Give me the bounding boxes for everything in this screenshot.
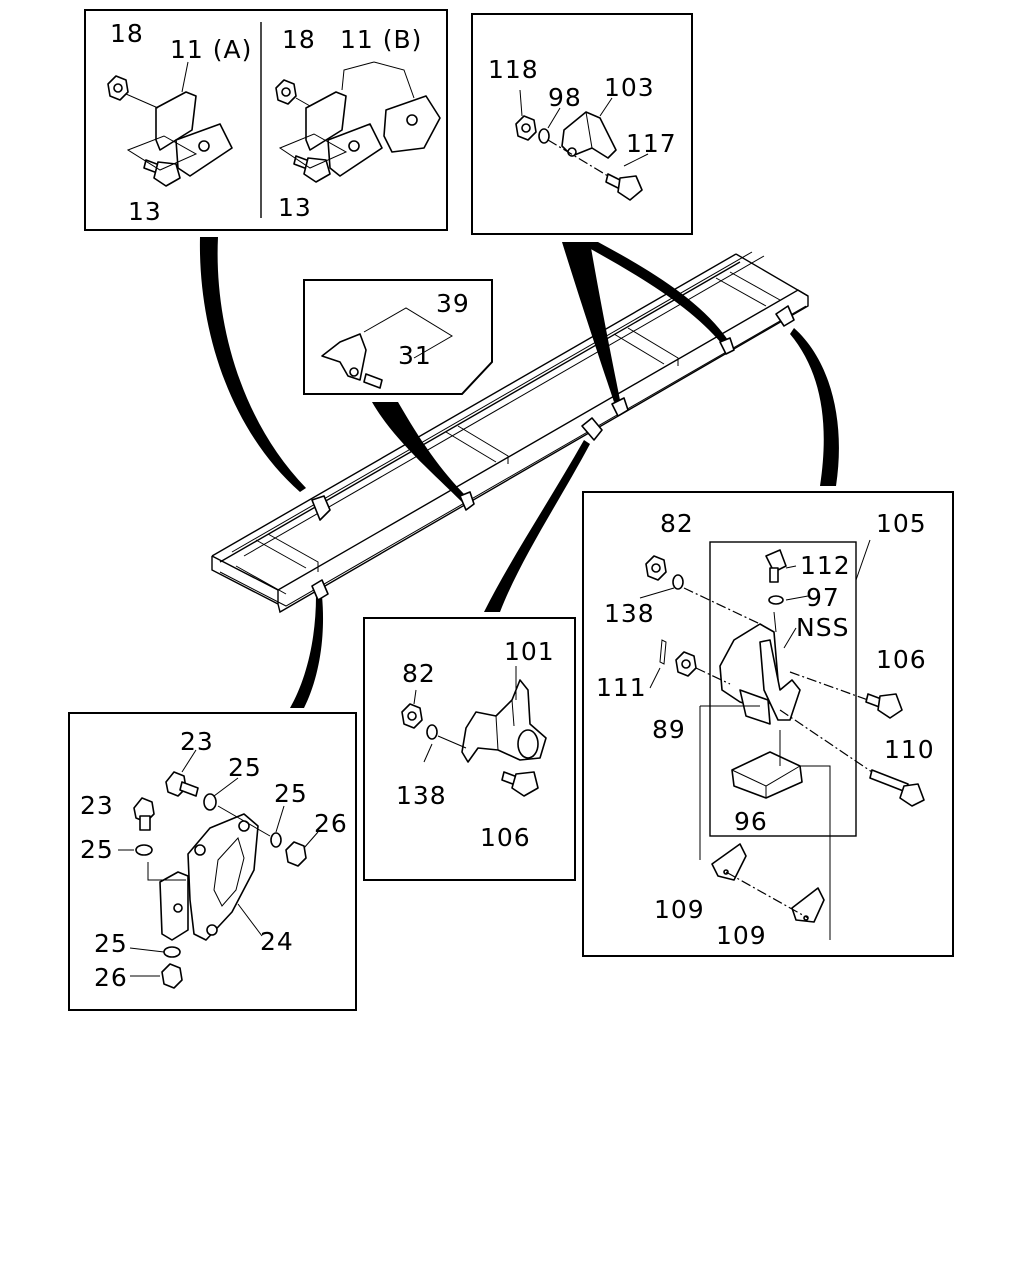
nut-icon — [515, 115, 537, 141]
label-bolt-23: 23 — [80, 791, 114, 820]
label-bolt-110: 110 — [884, 735, 935, 764]
washer-icon — [426, 724, 438, 740]
label-bracket-101: 101 — [504, 637, 555, 666]
bracket-icon — [321, 333, 367, 381]
clip-icon — [791, 887, 825, 923]
label-clip-109: 109 — [654, 895, 705, 924]
panel-right: 82 105 138 112 97 NSS 111 89 106 110 96 … — [582, 491, 954, 957]
label-bolt-23: 23 — [180, 727, 214, 756]
label-bracket-11a: 11 (A) — [170, 35, 252, 64]
washer-icon — [538, 128, 550, 144]
label-nut-18: 18 — [110, 19, 144, 48]
nut-icon — [285, 841, 307, 867]
bolt-icon — [869, 769, 925, 807]
bracket-icon — [561, 111, 617, 159]
clip-icon — [711, 843, 747, 881]
nut-icon — [645, 555, 667, 581]
panel-bottom-left: 23 25 23 25 26 25 24 25 26 — [68, 712, 357, 1011]
bracket-icon — [461, 679, 547, 763]
label-pin-31: 31 — [398, 341, 432, 370]
label-bolt-112: 112 — [800, 551, 851, 580]
label-nut-26: 26 — [314, 809, 348, 838]
washer-icon — [203, 793, 217, 811]
bracket-assembly-icon — [719, 623, 801, 725]
callout-lines — [199, 237, 839, 708]
label-bracket-24: 24 — [260, 927, 294, 956]
panel-top-left: 18 11 (A) 13 18 11 (B) 13 — [84, 9, 448, 231]
label-nut-26: 26 — [94, 963, 128, 992]
label-nut-82: 82 — [660, 509, 694, 538]
panel-center-small: 39 31 — [303, 279, 493, 395]
pad-icon — [731, 751, 803, 799]
label-bolt-106: 106 — [480, 823, 531, 852]
panel-top-right: 118 98 103 117 — [471, 13, 693, 235]
bolt-icon — [293, 155, 331, 183]
bracket-icon — [187, 813, 259, 941]
label-nut-82: 82 — [402, 659, 436, 688]
bolt-icon — [143, 159, 181, 187]
label-bolt-13: 13 — [278, 193, 312, 222]
label-washer-25: 25 — [228, 753, 262, 782]
label-clip-109: 109 — [716, 921, 767, 950]
bolt-icon — [501, 771, 539, 797]
bolt-icon — [765, 549, 787, 583]
label-washer-25: 25 — [94, 929, 128, 958]
nut-icon — [275, 79, 297, 105]
bolt-icon — [133, 797, 155, 831]
label-assembly-105: 105 — [876, 509, 927, 538]
nut-icon — [161, 963, 183, 989]
pin-icon — [363, 373, 383, 389]
label-washer-25: 25 — [274, 779, 308, 808]
label-nut-118: 118 — [488, 55, 539, 84]
bracket-icon — [155, 91, 233, 177]
label-bracket-103: 103 — [604, 73, 655, 102]
label-washer-138: 138 — [604, 599, 655, 628]
label-nut-18: 18 — [282, 25, 316, 54]
washer-icon — [672, 574, 684, 590]
label-bolt-106: 106 — [876, 645, 927, 674]
label-bolt-13: 13 — [128, 197, 162, 226]
label-bracket-39: 39 — [436, 289, 470, 318]
bolt-icon — [865, 693, 903, 719]
label-nss: NSS — [796, 613, 849, 642]
washer-icon — [135, 844, 153, 856]
label-bolt-117: 117 — [626, 129, 677, 158]
label-washer-97: 97 — [806, 583, 840, 612]
bracket-icon — [159, 871, 189, 941]
label-pad-96: 96 — [734, 807, 768, 836]
washer-icon — [163, 946, 181, 958]
label-nut-89: 89 — [652, 715, 686, 744]
nut-icon — [401, 703, 423, 729]
nut-icon — [675, 651, 697, 677]
washer-icon — [768, 595, 784, 605]
label-washer-98: 98 — [548, 83, 582, 112]
label-cotter-pin-111: 111 — [596, 673, 647, 702]
bolt-icon — [165, 771, 199, 797]
nut-icon — [107, 75, 129, 101]
label-bracket-11b: 11 (B) — [340, 25, 422, 54]
bolt-icon — [605, 173, 643, 201]
panel-middle: 82 101 138 106 — [363, 617, 576, 881]
cotter-pin-icon — [659, 639, 667, 665]
washer-icon — [270, 832, 282, 848]
label-washer-138: 138 — [396, 781, 447, 810]
label-washer-25: 25 — [80, 835, 114, 864]
chassis-frame — [211, 251, 809, 614]
bracket-icon — [305, 91, 441, 177]
